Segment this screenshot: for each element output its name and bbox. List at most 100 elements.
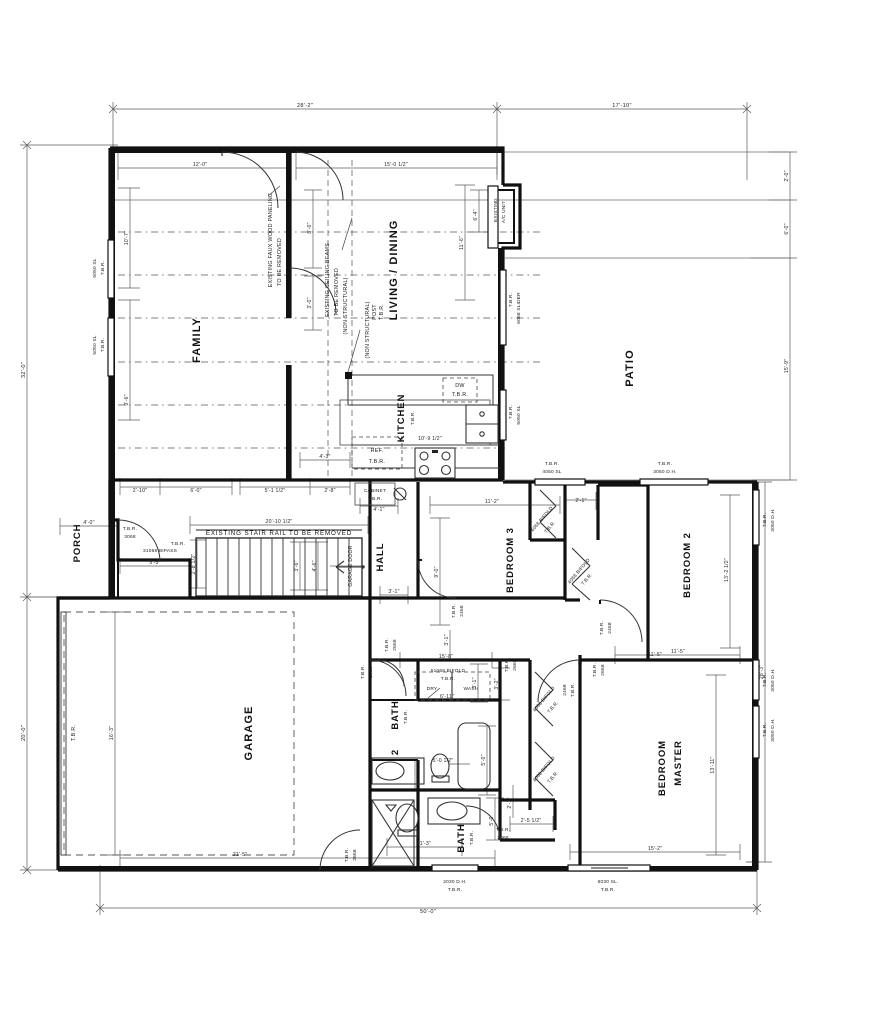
note-beams-1: EXISTING CEILING BEAMS [325, 243, 331, 317]
tag-bath-window-tbr: T.B.R. [448, 887, 462, 893]
tag-bd3-window: 4050 SL [542, 469, 561, 475]
dim-master-height: 13'-11" [710, 756, 716, 773]
dim-closet: 5'-5" [149, 560, 160, 566]
dim-opening2: 3'-0" [307, 297, 313, 308]
dim-bot-family4: 2'-8" [324, 488, 335, 494]
window-family-2 [107, 317, 115, 377]
note-ac-2: A/C UNIT [501, 201, 507, 223]
dim-living-right: 11'-6" [459, 236, 465, 250]
dim-porch: 4'-0" [83, 520, 94, 526]
dim-hall: 3'-1" [388, 589, 399, 595]
room-label-bedroom2: BEDROOM 2 [682, 532, 693, 598]
tag-slider-tbr: T.B.R. [508, 293, 514, 307]
tag-bath-window: 2030 D.H. [443, 879, 466, 885]
tag-door-2468c: T.B.R. [570, 683, 576, 697]
doors [117, 151, 643, 871]
bath2-vanity [371, 757, 425, 785]
ceiling-beam-lines [118, 160, 540, 480]
bath-fixtures [371, 671, 491, 867]
dim-right-a: 2'-0" [784, 170, 790, 181]
dim-bath-closet2: 2'-5 1/2" [521, 818, 542, 824]
note-garage-door: T.B.R. [71, 725, 77, 741]
label-refrigerator: REF. [371, 448, 384, 454]
dim-bot-family3: 5'-1 1/2" [265, 488, 286, 494]
room-label-porch: PORCH [72, 524, 83, 563]
dim-ac: 6'-4" [473, 209, 479, 220]
tag-door-2668b: T.B.R. [360, 665, 366, 679]
bath-toilet [395, 803, 419, 833]
dim-family-kitchen: 4'-3" [319, 454, 330, 460]
tag-window-family1: 5050 SL [92, 258, 98, 277]
dim-garage-door: 16'-3" [109, 726, 115, 740]
dim-bath-bottom: 11'-3" [417, 841, 431, 847]
dishwasher [442, 377, 478, 403]
room-label-hall: HALL [375, 543, 386, 572]
dim-left-lower: 20'-0" [21, 725, 27, 741]
dim-left-upper: 32'-0" [21, 362, 27, 378]
room-label-patio: PATIO [624, 349, 636, 386]
label-dishwasher: DW [455, 383, 465, 389]
label-washer: WASH [463, 686, 478, 692]
window-family-1 [107, 239, 115, 299]
shower [371, 799, 415, 867]
tag-door-2668d-sub: 2668 [600, 664, 606, 676]
tag-mb-slider-tbr: T.B.R. [601, 887, 615, 893]
plc-round [393, 487, 407, 501]
window-patio-5050 [499, 389, 507, 441]
room-label-garage: GARAGE [243, 706, 255, 761]
tag-mb-window1: 3050 D.H. [770, 668, 776, 691]
window-master-3050-a [752, 659, 760, 701]
window-bedroom2-right-3050 [752, 489, 760, 546]
windows [107, 239, 760, 872]
refrigerator [351, 436, 403, 470]
dim-bath-width: 5'-0" [489, 814, 495, 825]
dim-bottom: 50'-0" [420, 909, 436, 915]
room-label-bath: BATH [456, 823, 467, 852]
room-labels: FAMILY LIVING / DINING KITCHEN T.B.R. PA… [72, 220, 693, 853]
dim-bd3-closet: 2'-1" [575, 498, 586, 504]
bath2-tbr-label: T.B.R. [403, 710, 409, 724]
dim-right-c: 15'-9" [784, 359, 790, 373]
bath-vanity [427, 797, 481, 825]
tag-patio-sl: 5050 SL [516, 405, 522, 424]
note-beams-3: (NON STRUCTURAL) [343, 277, 349, 334]
dim-family-left2: 9'-6" [124, 394, 130, 405]
room-label-master-bedroom: BEDROOM [657, 740, 668, 796]
interior-dimension-labels: 12'-0" 15'-0 1/2" 10'-7" 9'-6" 8'-0" 3'-… [83, 162, 730, 858]
tag-door-2668a-sub: 2668 [392, 639, 398, 651]
window-bedroom2-3050 [639, 478, 709, 486]
window-slider-6068 [499, 269, 507, 346]
dim-kitchen: 10'-9 1/2" [418, 436, 442, 442]
tag-porch-door: 3068 [124, 534, 136, 540]
bath2-toilet [430, 753, 450, 779]
note-post: POST [372, 304, 378, 320]
tag-bd2-window: 3050 D.H. [653, 469, 676, 475]
note-ac-1: EXISTING [493, 198, 499, 222]
label-refrigerator-tbr: T.B.R. [369, 459, 385, 465]
kitchen-tbr-label: T.B.R. [410, 411, 416, 425]
label-dishwasher-tbr: T.B.R. [452, 392, 468, 398]
tag-bd2-window-tbr: T.B.R. [658, 461, 672, 467]
tag-patio-sl-tbr: T.B.R. [508, 405, 514, 419]
note-post-tbr: T.B.R. [379, 304, 385, 320]
label-cabinet-tbr: T.B.R. [368, 496, 382, 502]
room-label-bedroom3: BEDROOM 3 [505, 527, 516, 593]
room-label-living-dining: LIVING / DINING [388, 220, 400, 321]
dim-bd2-width: 11'-5" [671, 649, 685, 655]
dim-family-left1: 10'-7" [124, 231, 130, 245]
tag-mb-window2-tbr: T.B.R. [762, 723, 768, 737]
cabinet [354, 482, 396, 506]
dim-cabinet: 4'-1" [373, 507, 384, 513]
ac-unit-box [487, 185, 499, 249]
dim-family-top: 12'-0" [193, 162, 207, 168]
garage-door[interactable] [60, 611, 67, 856]
dim-top-right: 17'-10" [612, 103, 631, 109]
tag-door-2068: T.B.R. [496, 827, 510, 833]
garage-elements [60, 611, 295, 856]
stair-dn-label: GARAGE DOOR [348, 545, 354, 586]
tag-door-2668d: T.B.R. [592, 663, 598, 677]
room-label-bath2: BATH [390, 700, 401, 729]
note-faux-panel-1: EXISTING FAUX WOOD PANELING [268, 193, 274, 288]
tag-door-2668c: T.B.R. [504, 658, 510, 672]
